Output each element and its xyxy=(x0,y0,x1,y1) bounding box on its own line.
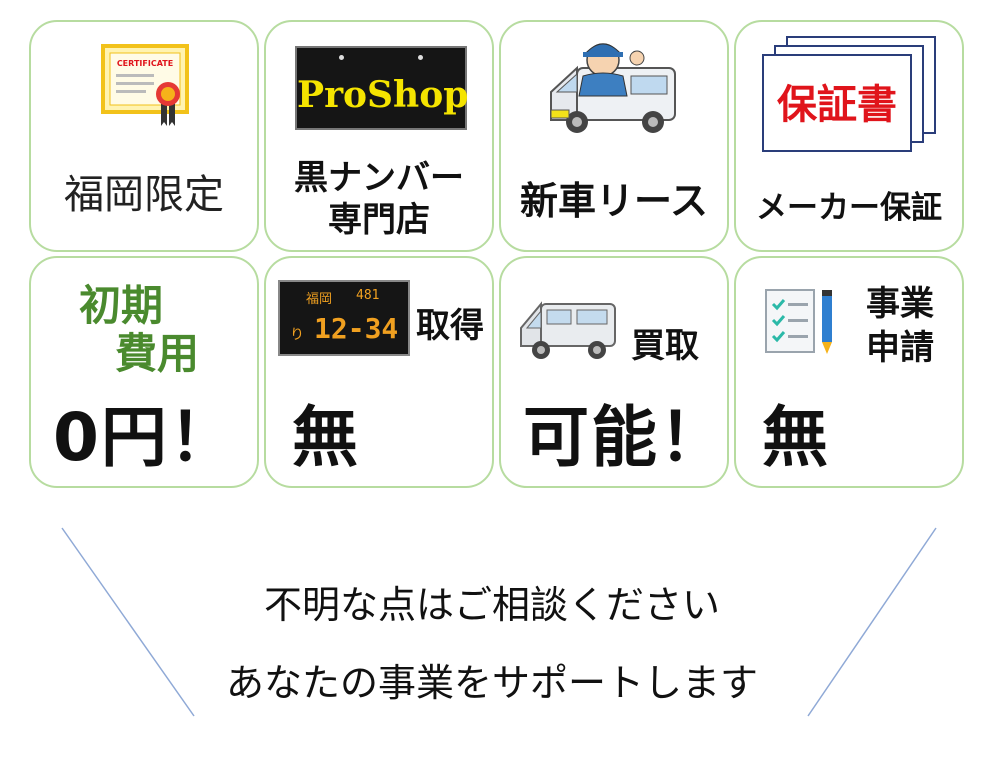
card-initial-cost: 初期 費用 0円！ xyxy=(29,256,259,488)
card-label-line1: 黒ナンバー xyxy=(294,158,464,198)
card-label-line1: 事業 xyxy=(866,284,934,324)
card-label: 新車リース xyxy=(519,178,709,223)
zero-yen-text: 0円！ xyxy=(53,399,237,476)
card-label: 取得 xyxy=(416,306,484,346)
footer-line-2: あなたの事業をサポートします xyxy=(225,661,758,705)
footer-line-1: 不明な点はご相談ください xyxy=(263,583,720,627)
certificate-icon: CERTIFICATE xyxy=(101,44,193,132)
warranty-document-icon: 保証書 xyxy=(760,36,940,156)
card-black-number: ProShop 黒ナンバー 専門店 xyxy=(264,20,494,252)
license-plate: 福岡 481 り 12-34 xyxy=(278,280,410,356)
free-text: 無料！ xyxy=(292,399,360,476)
van-icon xyxy=(519,298,619,366)
initial-cost-line1: 初期 xyxy=(79,281,164,330)
proshop-plate-text: ProShop xyxy=(297,74,469,116)
card-buyback: 買取 可能！ xyxy=(499,256,729,488)
card-new-car-lease: 新車リース xyxy=(499,20,729,252)
plate-number: 12-34 xyxy=(314,312,399,345)
plate-kana: り xyxy=(290,327,304,343)
card-label: 買取 xyxy=(631,326,699,366)
card-business-application: 事業 申請 無料！ xyxy=(734,256,964,488)
card-label-line2: 専門店 xyxy=(328,200,430,240)
card-label-line2: 申請 xyxy=(866,328,934,368)
card-label: メーカー保証 xyxy=(756,190,942,226)
plate-class: 481 xyxy=(356,288,380,303)
plate-region: 福岡 xyxy=(306,292,333,307)
card-acquire-free: 福岡 481 り 12-34 取得 無料！ xyxy=(264,256,494,488)
proshop-plate: ProShop xyxy=(295,46,469,130)
free-text: 無料！ xyxy=(762,399,830,476)
warranty-doc-title: 保証書 xyxy=(777,81,897,128)
possible-text: 可能！ xyxy=(523,399,727,476)
checklist-pencil-icon xyxy=(760,286,844,362)
card-label: 福岡限定 xyxy=(64,172,224,218)
driver-van-icon xyxy=(547,30,687,144)
certificate-badge-text: CERTIFICATE xyxy=(117,59,173,68)
card-fukuoka-only: CERTIFICATE 福岡限定 xyxy=(29,20,259,252)
decorative-v-lines xyxy=(61,527,937,717)
card-maker-warranty: 保証書 メーカー保証 xyxy=(734,20,964,252)
initial-cost-line2: 費用 xyxy=(115,329,200,378)
